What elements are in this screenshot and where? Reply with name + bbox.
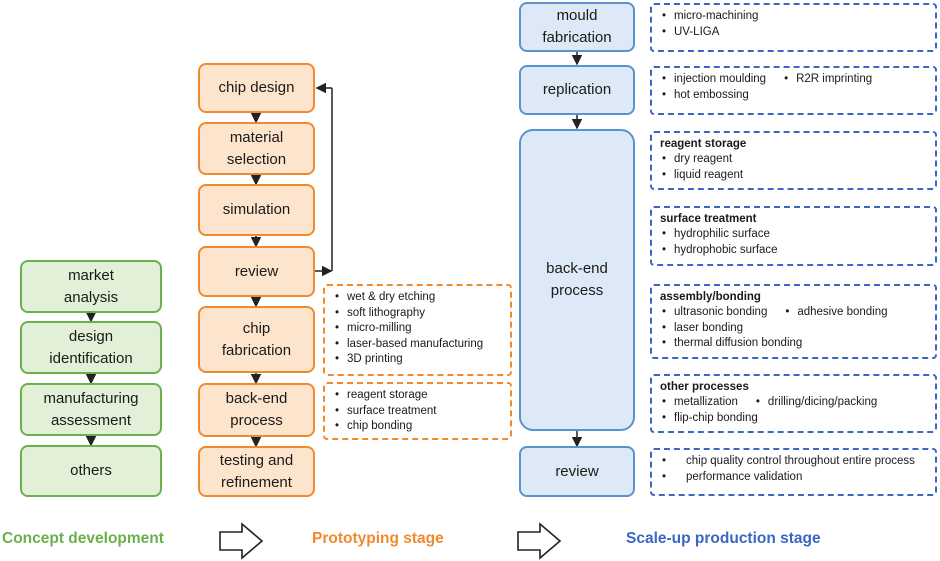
proto-step-testing-refinement: testing and refinement xyxy=(198,446,315,497)
scale-mould-items: micro-machining UV-LIGA xyxy=(650,3,937,52)
stage-arrow-1 xyxy=(219,522,264,560)
concept-step-manufacturing-assessment: manufacturing assessment xyxy=(20,383,162,436)
review-item: performance validation xyxy=(660,470,927,486)
replication-item: hot embossing xyxy=(660,88,927,104)
scale-backend-group-surface: surface treatment hydrophilic surface hy… xyxy=(650,206,937,266)
group-item: drilling/dicing/packing xyxy=(754,395,877,411)
scale-replication-items: injection moulding R2R imprinting hot em… xyxy=(650,66,937,115)
proto-fabrication-methods: wet & dry etching soft lithography micro… xyxy=(323,284,512,376)
group-item: dry reagent xyxy=(660,152,927,168)
fabrication-method: laser-based manufacturing xyxy=(333,337,502,353)
group-heading: reagent storage xyxy=(660,138,747,150)
proto-step-material-selection: material selection xyxy=(198,122,315,175)
fabrication-method: soft lithography xyxy=(333,306,502,322)
scale-step-review: review xyxy=(519,446,635,497)
group-item: laser bonding xyxy=(660,321,927,337)
group-item: hydrophobic surface xyxy=(660,243,927,259)
replication-item: injection moulding xyxy=(660,72,766,88)
review-item: chip quality control throughout entire p… xyxy=(660,454,927,470)
fabrication-method: wet & dry etching xyxy=(333,290,502,306)
stage-arrow-2 xyxy=(517,522,562,560)
group-item: thermal diffusion bonding xyxy=(660,336,927,352)
concept-step-others: others xyxy=(20,445,162,497)
group-heading: surface treatment xyxy=(660,213,757,225)
proto-step-back-end-process: back-end process xyxy=(198,383,315,437)
backend-item: chip bonding xyxy=(333,419,502,435)
concept-step-design-identification: design identification xyxy=(20,321,162,374)
scale-backend-group-reagent: reagent storage dry reagent liquid reage… xyxy=(650,131,937,190)
proto-step-chip-design: chip design xyxy=(198,63,315,113)
replication-item: R2R imprinting xyxy=(782,72,872,88)
group-item: ultrasonic bonding xyxy=(660,305,767,321)
stage-label-scaleup: Scale-up production stage xyxy=(626,530,821,547)
scale-review-items: chip quality control throughout entire p… xyxy=(650,448,937,496)
stage-label-concept: Concept development xyxy=(2,530,164,547)
group-item: liquid reagent xyxy=(660,168,927,184)
group-heading: other processes xyxy=(660,381,749,393)
scale-step-mould-fabrication: mould fabrication xyxy=(519,2,635,52)
scale-backend-group-other: other processes metallization drilling/d… xyxy=(650,374,937,433)
group-heading: assembly/bonding xyxy=(660,291,761,303)
mould-item: micro-machining xyxy=(660,9,927,25)
proto-step-simulation: simulation xyxy=(198,184,315,236)
proto-backend-items: reagent storage surface treatment chip b… xyxy=(323,382,512,440)
concept-step-market-analysis: market analysis xyxy=(20,260,162,313)
proto-step-chip-fabrication: chip fabrication xyxy=(198,306,315,373)
mould-item: UV-LIGA xyxy=(660,25,927,41)
group-item: hydrophilic surface xyxy=(660,227,927,243)
scale-step-replication: replication xyxy=(519,65,635,115)
proto-step-review: review xyxy=(198,246,315,297)
backend-item: reagent storage xyxy=(333,388,502,404)
group-item: flip-chip bonding xyxy=(660,411,927,427)
group-item: metallization xyxy=(660,395,738,411)
fabrication-method: micro-milling xyxy=(333,321,502,337)
group-item: adhesive bonding xyxy=(783,305,887,321)
scale-backend-group-assembly: assembly/bonding ultrasonic bonding adhe… xyxy=(650,284,937,359)
backend-item: surface treatment xyxy=(333,404,502,420)
scale-step-back-end-process: back-end process xyxy=(519,129,635,431)
fabrication-method: 3D printing xyxy=(333,352,502,368)
stage-label-prototyping: Prototyping stage xyxy=(312,530,444,547)
